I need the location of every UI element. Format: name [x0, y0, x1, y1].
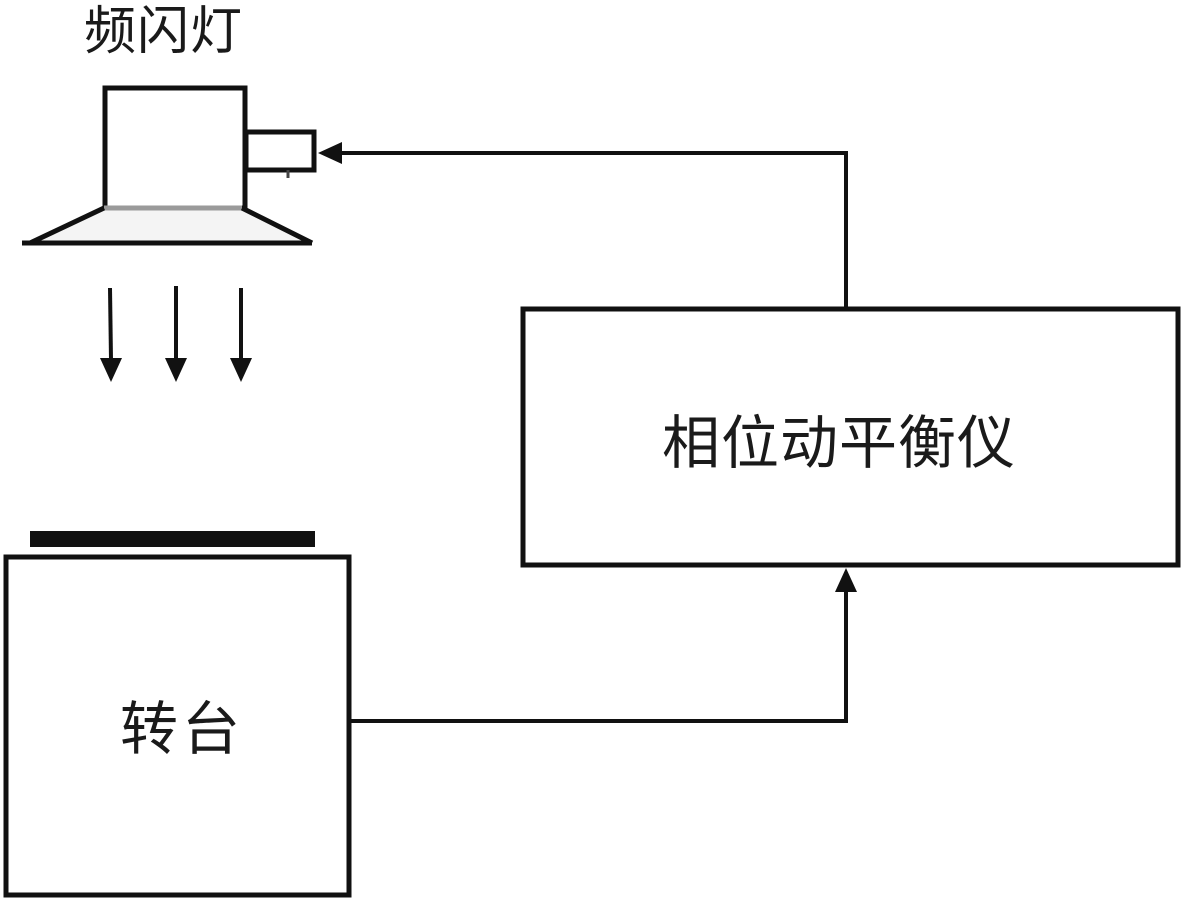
light-ray-arrowhead-2 [165, 358, 187, 382]
strobe-light-shade-right [240, 205, 314, 246]
strobe-light [22, 85, 317, 246]
signal-arrowhead-into-balancer [835, 568, 857, 592]
strobe-light-shade [30, 208, 312, 243]
strobe-light-body [102, 85, 248, 211]
strobe-light-shade-left [28, 205, 106, 246]
light-ray-shaft-1 [108, 287, 113, 361]
light-ray-arrowhead-1 [100, 358, 122, 382]
strobe-light-connector [243, 129, 317, 173]
light-ray-arrowhead-3 [230, 358, 252, 382]
signal-arrowhead-into-strobe [318, 142, 342, 164]
phase-balancer-box [520, 306, 1181, 568]
turntable-label: 转台 [120, 695, 245, 763]
strobe-light-label: 频闪灯 [84, 2, 244, 62]
light-rays [100, 286, 252, 382]
phase-balancer-label: 相位动平衡仪 [662, 409, 1017, 477]
rotor-plate [30, 531, 315, 547]
signal-line-balancer-to-strobe [342, 151, 848, 307]
turntable-box [3, 554, 352, 898]
signal-line-turntable-to-balancer [349, 592, 848, 723]
